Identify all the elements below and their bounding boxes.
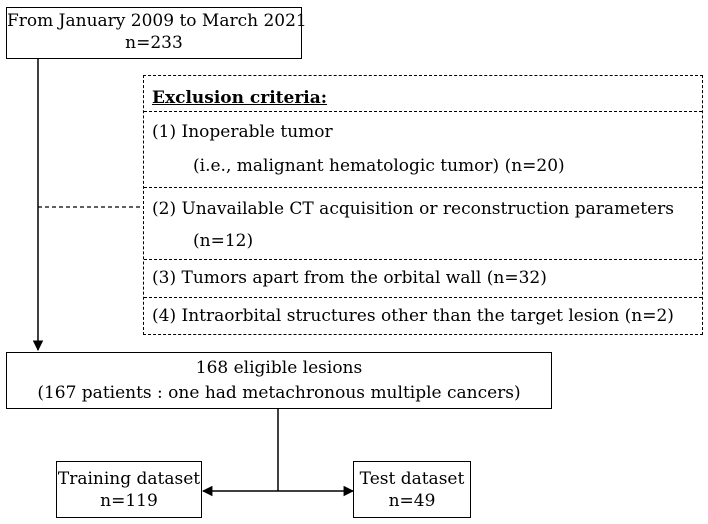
- exclusion-item-2: (2) Unavailable CT acquisition or recons…: [144, 187, 702, 259]
- exclusion-item-3: (3) Tumors apart from the orbital wall (…: [144, 259, 702, 297]
- test-dataset-label: Test dataset: [359, 469, 465, 489]
- exclusion-item-2-line2: (n=12): [193, 231, 254, 251]
- exclusion-heading: Exclusion criteria:: [152, 88, 328, 108]
- exclusion-item-4-line1: (4) Intraorbital structures other than t…: [152, 306, 674, 326]
- exclusion-item-1-line2: (i.e., malignant hematologic tumor) (n=2…: [193, 156, 565, 176]
- eligible-patients-note: (167 patients : one had metachronous mul…: [37, 383, 521, 403]
- exclusion-item-2-line1: (2) Unavailable CT acquisition or recons…: [152, 199, 674, 219]
- exclusion-item-4: (4) Intraorbital structures other than t…: [144, 297, 702, 334]
- eligible-lesions-box: 168 eligible lesions (167 patients : one…: [6, 352, 552, 409]
- start-box-count: n=233: [125, 33, 183, 53]
- start-box-period: From January 2009 to March 2021: [7, 11, 307, 31]
- training-dataset-box: Training dataset n=119: [56, 461, 202, 518]
- eligible-lesions-count: 168 eligible lesions: [195, 358, 363, 378]
- exclusion-item-1: (1) Inoperable tumor (i.e., malignant he…: [144, 111, 702, 187]
- exclusion-criteria-box: Exclusion criteria: (1) Inoperable tumor…: [143, 75, 703, 335]
- training-dataset-count: n=119: [100, 491, 158, 511]
- test-dataset-count: n=49: [388, 491, 436, 511]
- start-box: From January 2009 to March 2021 n=233: [6, 7, 307, 59]
- exclusion-item-3-line1: (3) Tumors apart from the orbital wall (…: [152, 268, 547, 288]
- test-dataset-box: Test dataset n=49: [353, 461, 471, 518]
- exclusion-item-1-line1: (1) Inoperable tumor: [152, 122, 333, 142]
- training-dataset-label: Training dataset: [57, 469, 201, 489]
